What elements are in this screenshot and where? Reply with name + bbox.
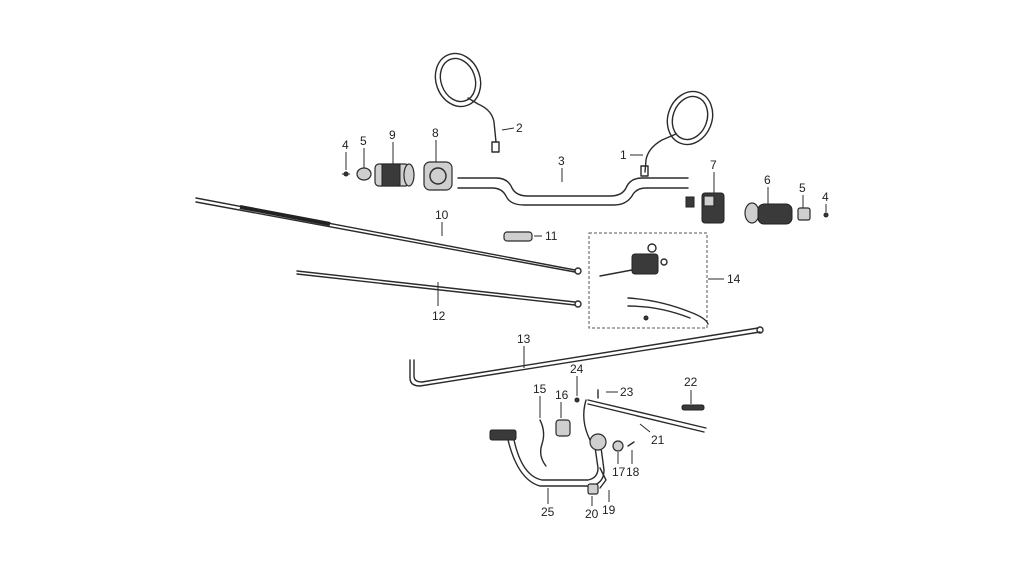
callout-4-left: 4 xyxy=(342,138,349,152)
callout-10: 10 xyxy=(435,208,449,222)
callout-6: 6 xyxy=(764,173,771,187)
callout-21: 21 xyxy=(651,433,665,447)
callout-22: 22 xyxy=(684,375,698,389)
handlebar xyxy=(457,177,695,208)
callout-24: 24 xyxy=(570,362,584,376)
lever-assembly xyxy=(588,232,709,329)
callout-23: 23 xyxy=(620,385,634,399)
callout-5-left: 5 xyxy=(360,134,367,148)
callout-5-right: 5 xyxy=(799,181,806,195)
callout-11: 11 xyxy=(545,229,558,243)
callout-16: 16 xyxy=(555,388,569,402)
right-mirror xyxy=(640,90,714,177)
callout-labels: 2 1 3 4 5 9 8 7 6 5 4 10 11 12 14 13 15 … xyxy=(342,121,829,521)
throttle-cable xyxy=(409,326,764,387)
callout-9: 9 xyxy=(389,128,396,142)
cable-12 xyxy=(296,270,582,308)
callout-15: 15 xyxy=(533,382,547,396)
callout-18: 18 xyxy=(626,465,640,479)
callout-25: 25 xyxy=(541,505,555,519)
callout-2: 2 xyxy=(516,121,523,135)
leader-lines xyxy=(345,127,827,506)
clutch-cable xyxy=(195,197,582,275)
brake-pedal-assembly xyxy=(489,389,707,495)
callout-3: 3 xyxy=(558,154,565,168)
right-grip-assembly xyxy=(701,192,829,225)
callout-17: 17 xyxy=(612,465,626,479)
callout-14: 14 xyxy=(727,272,741,286)
callout-8: 8 xyxy=(432,126,439,140)
part-11-pin xyxy=(503,231,533,242)
left-grip-assembly xyxy=(342,161,453,191)
callout-20: 20 xyxy=(585,507,599,521)
callout-12: 12 xyxy=(432,309,446,323)
callout-19: 19 xyxy=(602,503,616,517)
callout-4-right: 4 xyxy=(822,190,829,204)
callout-1: 1 xyxy=(620,148,627,162)
callout-7: 7 xyxy=(710,158,717,172)
callout-13: 13 xyxy=(517,332,531,346)
left-mirror xyxy=(434,52,500,153)
